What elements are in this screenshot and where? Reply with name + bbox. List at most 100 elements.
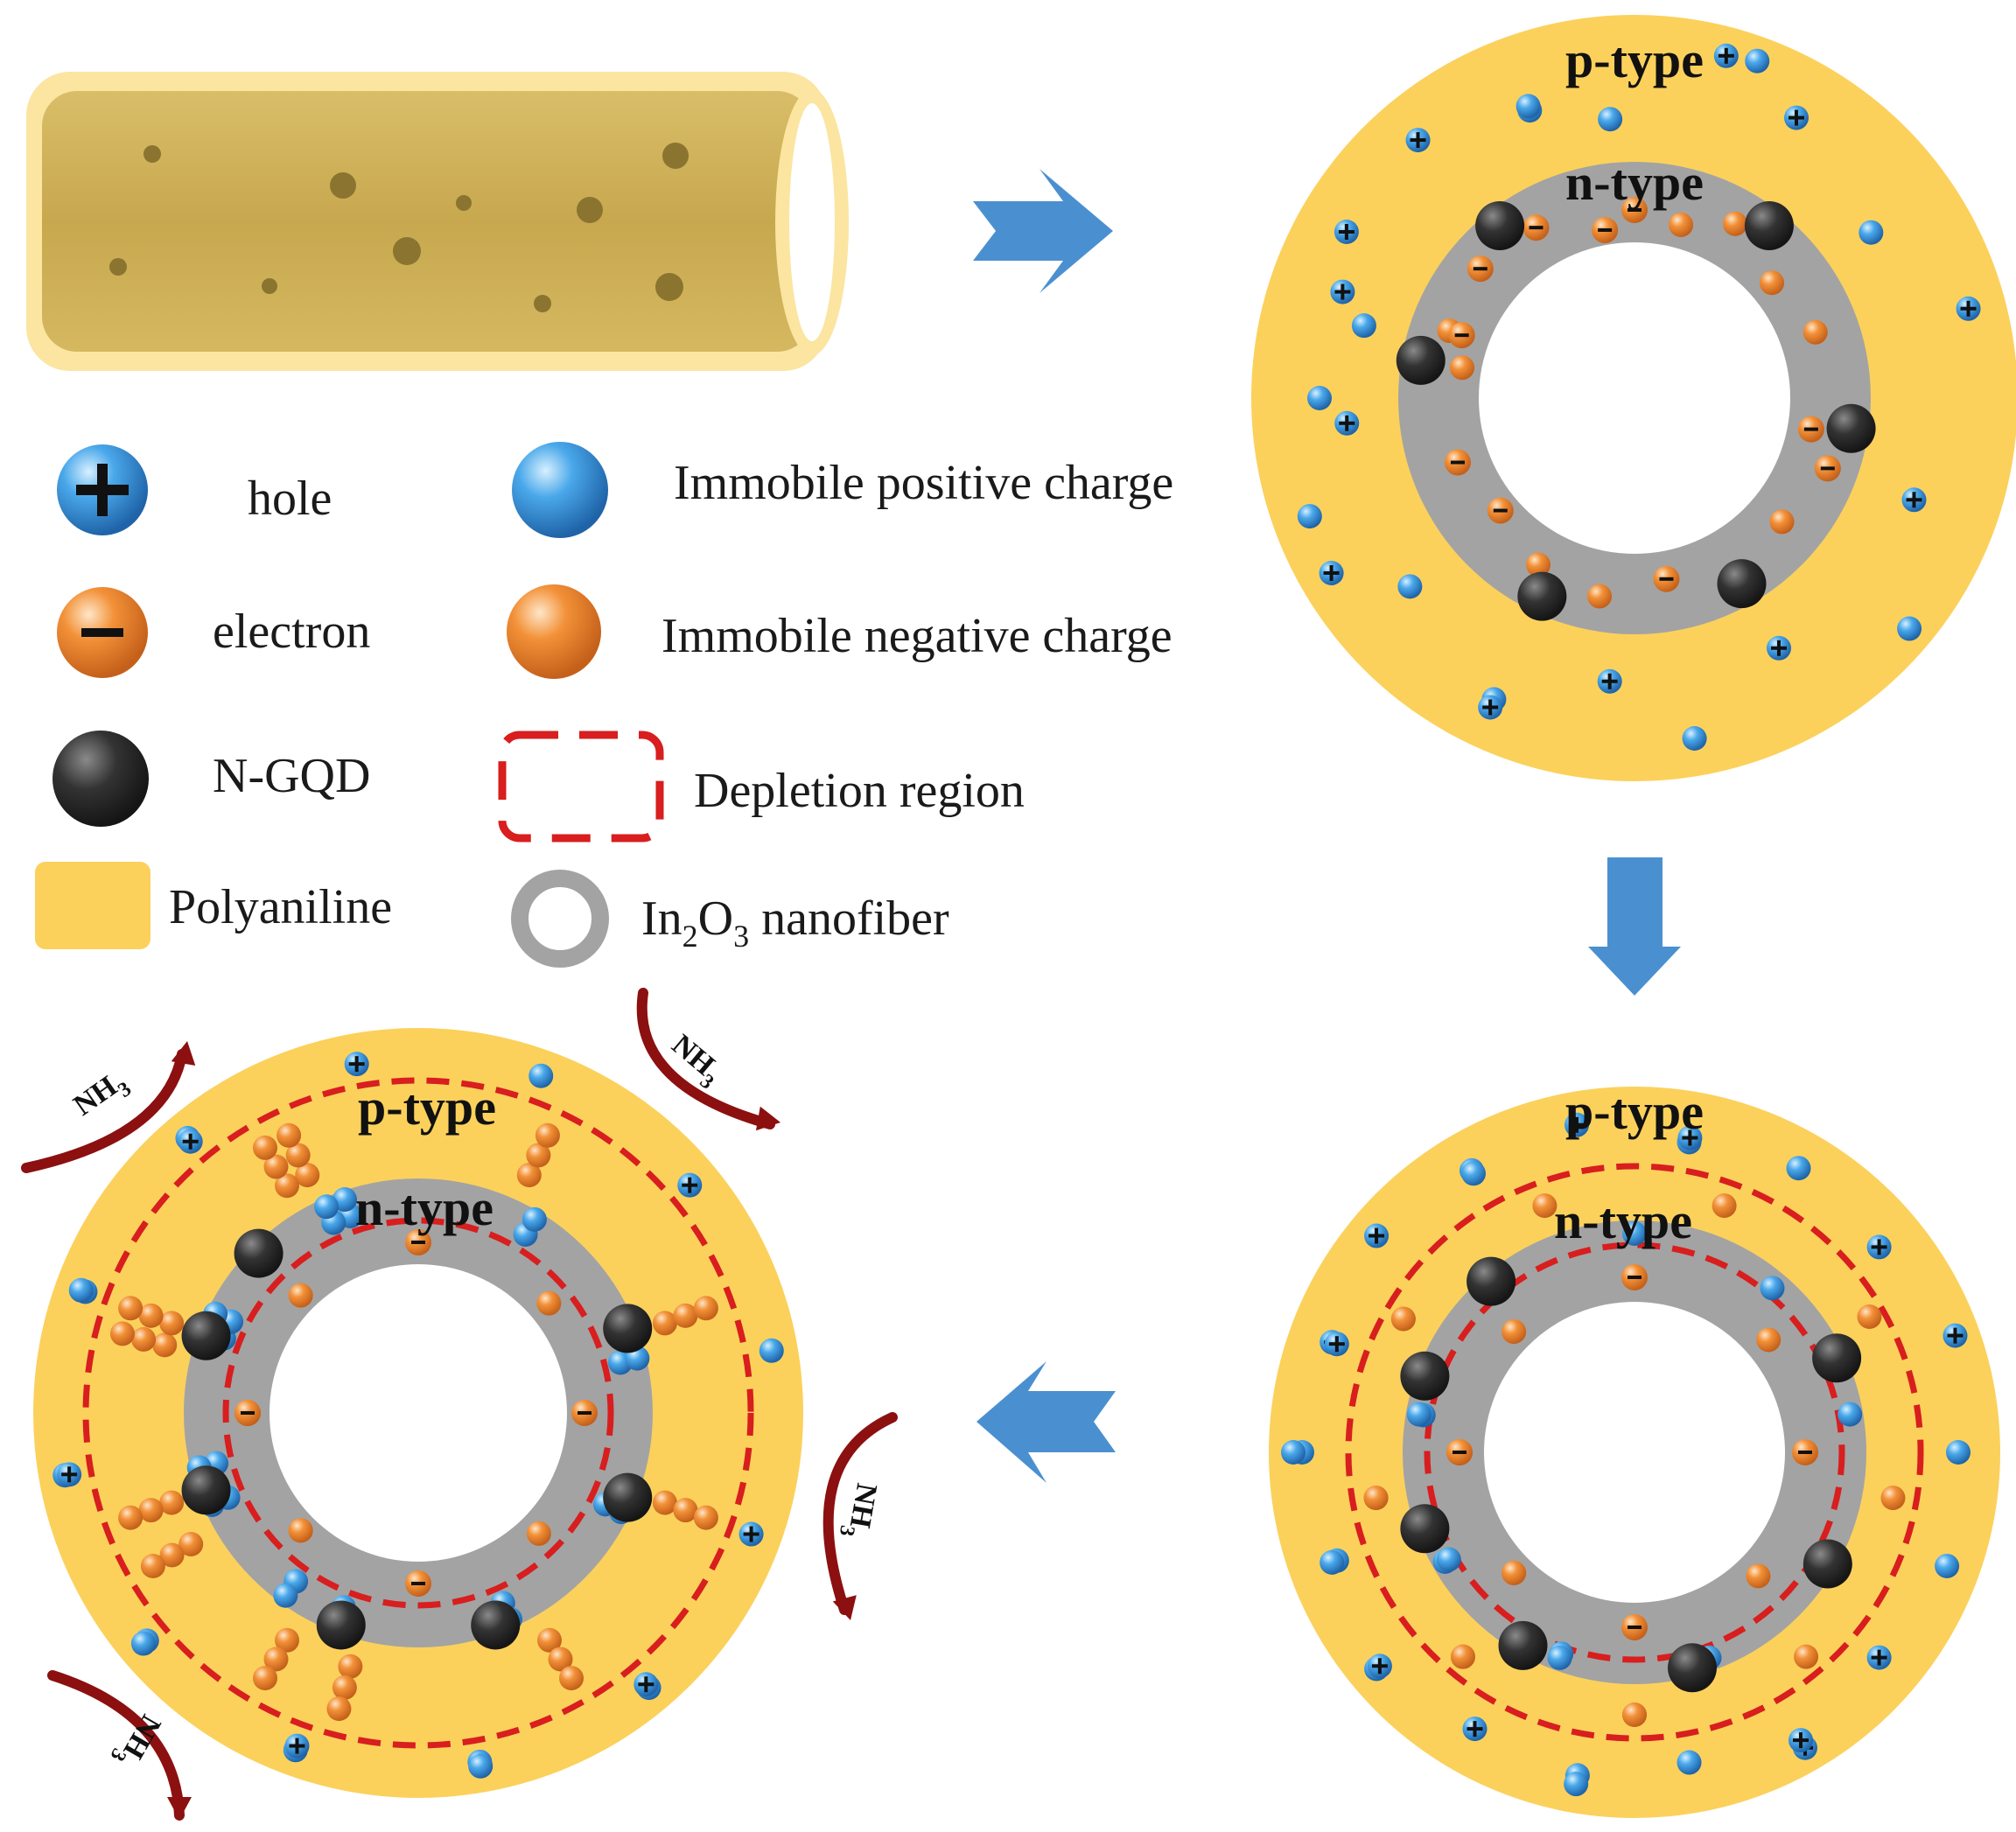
legend-depletion-icon <box>498 731 664 843</box>
ngqd-particle <box>1717 559 1767 609</box>
immobile-negative-charge <box>138 1303 164 1328</box>
stage1-n-type-label: n-type <box>1565 154 1704 211</box>
stage1-charges <box>1297 43 1981 751</box>
electron-icon <box>1444 449 1471 476</box>
electron-icon <box>405 1229 431 1255</box>
electron-icon <box>405 1570 431 1597</box>
immobile-negative-charge <box>263 1154 289 1179</box>
immobile-negative-charge <box>1802 319 1828 345</box>
electron-icon <box>1621 1264 1648 1290</box>
immobile-negative-charge <box>326 1696 352 1722</box>
legend: hole Immobile positive charge electron I… <box>35 442 1173 968</box>
immobile-negative-charge <box>288 1283 313 1308</box>
immobile-negative-charge <box>138 1498 164 1523</box>
hole-icon <box>1677 1125 1703 1150</box>
ngqd-particle <box>1802 1539 1852 1589</box>
hole-icon <box>1866 1234 1892 1260</box>
fiber-dot <box>393 237 421 265</box>
gas-arrow <box>47 1670 185 1821</box>
hole-icon <box>1784 105 1809 130</box>
hole-icon <box>634 1672 659 1697</box>
immobile-positive-charge <box>130 1631 156 1656</box>
immobile-positive-charge <box>1935 1553 1960 1578</box>
hole-icon <box>1942 1323 1968 1348</box>
legend-immobile-negative-icon <box>507 584 601 679</box>
ngqd-particle <box>603 1472 653 1522</box>
ngqd-particle <box>181 1465 231 1515</box>
fiber-dot <box>662 143 689 169</box>
ngqd-particle <box>1812 1333 1862 1383</box>
stage3-core <box>270 1264 567 1562</box>
immobile-negative-charge <box>253 1666 277 1691</box>
legend-in2o3-icon <box>511 870 609 968</box>
hole-icon <box>1788 1728 1813 1753</box>
hole-icon <box>1364 1223 1390 1248</box>
immobile-negative-charge <box>1723 211 1747 236</box>
immobile-negative-charge <box>673 1498 698 1523</box>
immobile-positive-charge <box>1676 1750 1702 1775</box>
ngqd-particle <box>181 1311 231 1360</box>
legend-hole-label: hole <box>248 472 332 526</box>
flow-arrow-right <box>973 169 1113 293</box>
immobile-positive-charge <box>1351 313 1376 339</box>
hole-icon <box>1367 1654 1392 1679</box>
ngqd-particle <box>1475 200 1525 250</box>
immobile-negative-charge <box>652 1311 677 1336</box>
hole-icon <box>1597 668 1622 694</box>
immobile-positive-charge <box>1461 1161 1486 1186</box>
ngqd-particle <box>1396 335 1446 385</box>
electron-icon <box>571 1400 598 1426</box>
legend-immobile-positive-label: Immobile positive charge <box>674 456 1173 510</box>
immobile-negative-charge <box>548 1647 573 1672</box>
hole-icon <box>1330 279 1355 304</box>
immobile-negative-charge <box>152 1332 178 1358</box>
electron-icon <box>1487 497 1514 524</box>
immobile-negative-charge <box>118 1505 144 1530</box>
electron-icon <box>1797 416 1824 443</box>
ngqd-particle <box>603 1304 653 1353</box>
ngqd-particle <box>1667 1643 1717 1693</box>
immobile-positive-charge <box>528 1063 554 1088</box>
immobile-positive-charge <box>1281 1440 1306 1465</box>
hole-icon <box>1901 487 1927 513</box>
stage3-depletion-inner <box>222 1217 614 1609</box>
fiber-dot <box>655 273 683 301</box>
gas-arrow <box>636 988 775 1129</box>
hole-icon <box>1866 1645 1892 1670</box>
immobile-positive-charge <box>273 1583 298 1608</box>
immobile-negative-charge <box>285 1143 311 1168</box>
ngqd-particle <box>234 1228 284 1278</box>
immobile-negative-charge <box>535 1122 560 1148</box>
immobile-positive-charge <box>759 1338 784 1363</box>
fiber-dot <box>262 278 277 294</box>
immobile-negative-charge <box>1669 212 1694 237</box>
ngqd-particle <box>471 1600 521 1650</box>
stage3-depletion-outer <box>82 1077 754 1749</box>
immobile-positive-charge <box>314 1194 340 1220</box>
immobile-negative-charge <box>673 1303 698 1328</box>
hole-icon <box>344 1052 369 1077</box>
legend-polyaniline-label: Polyaniline <box>169 880 392 934</box>
legend-ngqd-icon <box>52 731 149 827</box>
flow-arrow-left <box>976 1361 1116 1483</box>
nh3-label: NH3 <box>68 1064 136 1128</box>
electron-icon <box>1814 455 1841 482</box>
immobile-positive-charge <box>1897 616 1922 641</box>
immobile-positive-charge <box>1397 574 1423 599</box>
stage3-n-type-label: n-type <box>355 1179 494 1236</box>
legend-ngqd-label: N-GQD <box>213 749 370 803</box>
gas-arrowhead-icon <box>167 1797 192 1820</box>
stage3-charges <box>52 1052 784 1779</box>
hole-icon <box>738 1521 764 1547</box>
fiber-dot <box>144 145 161 163</box>
hole-icon <box>1334 220 1359 244</box>
hole-icon <box>1324 1332 1349 1357</box>
immobile-negative-charge <box>295 1163 320 1188</box>
fiber-dot <box>109 258 127 276</box>
immobile-negative-charge <box>1880 1486 1906 1511</box>
immobile-positive-charge <box>1564 1772 1589 1797</box>
immobile-positive-charge <box>522 1206 547 1232</box>
nh3-label: NH3 <box>105 1706 166 1773</box>
immobile-negative-charge <box>159 1542 185 1568</box>
hole-icon <box>1713 43 1739 68</box>
